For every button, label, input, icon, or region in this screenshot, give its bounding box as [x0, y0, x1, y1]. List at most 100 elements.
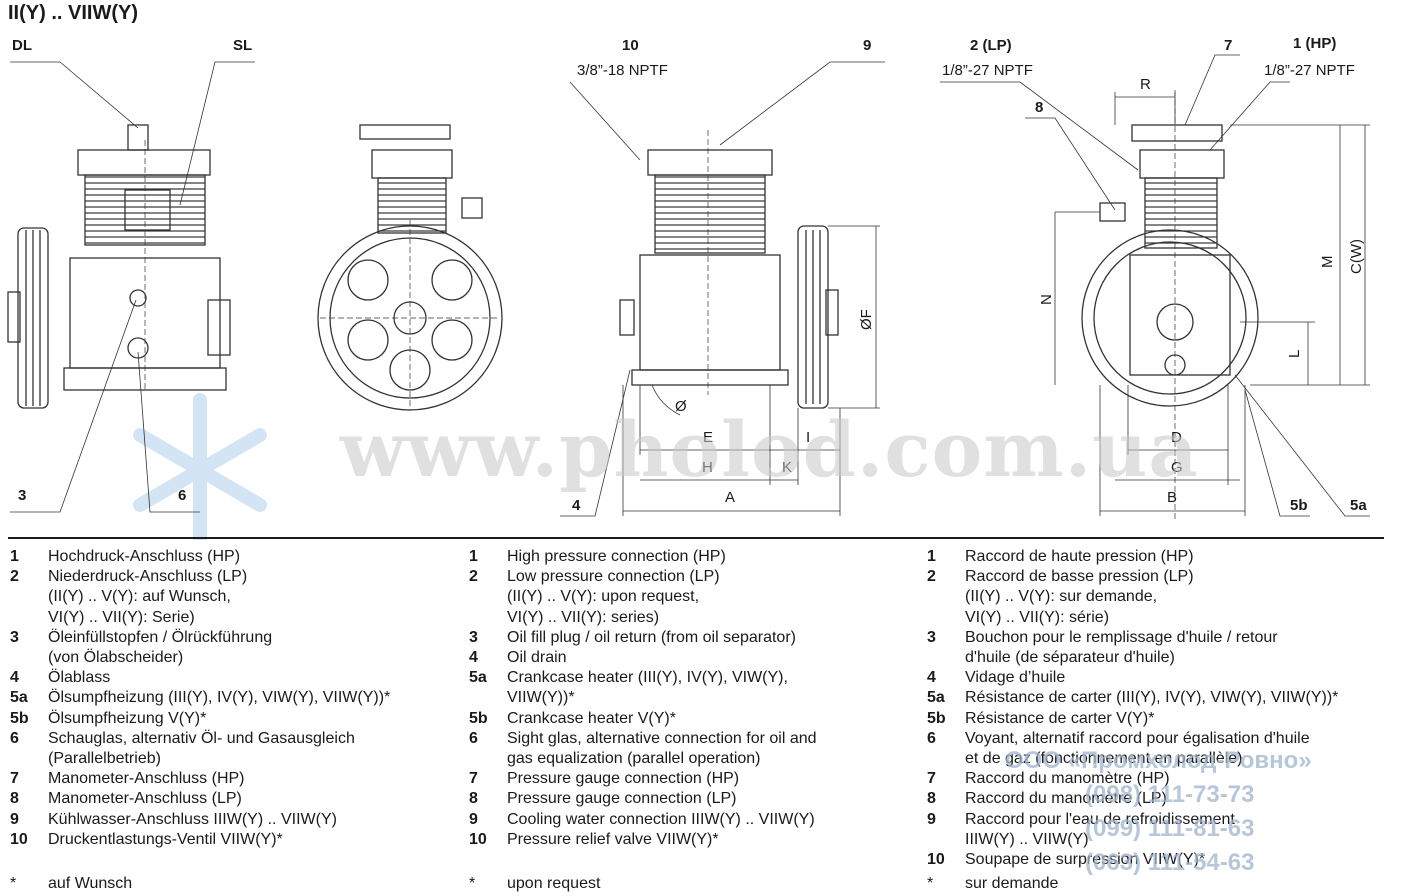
legend-text: Résistance de carter (III(Y), IV(Y), VIW…	[965, 689, 1339, 707]
legend-text: Ölsumpfheizung V(Y)*	[48, 709, 207, 727]
dim-n: N	[1038, 294, 1055, 305]
dim-o: Ø	[675, 398, 687, 415]
legend-number: 5a	[10, 689, 28, 707]
dim-d: D	[1171, 429, 1182, 446]
legend-text: Bouchon pour le remplissage d'huile / re…	[965, 628, 1278, 667]
label-7: 7	[1224, 37, 1232, 54]
legend-item: 1 High pressure connection (HP)	[469, 547, 919, 567]
legend-item: 2 Low pressure connection (LP) (II(Y) .. …	[469, 567, 919, 628]
label-sl: SL	[233, 37, 252, 54]
dim-b: B	[1167, 489, 1177, 506]
legend-text: Öleinfüllstopfen / Ölrückführung (von Öl…	[48, 628, 273, 667]
legend-text: Voyant, alternatif raccord pour égalisat…	[965, 729, 1310, 768]
label-lp: 2 (LP)	[970, 37, 1012, 54]
dim-h: H	[702, 459, 713, 476]
legend-number: 2	[469, 568, 478, 586]
legend-text: Pressure gauge connection (LP)	[507, 790, 737, 808]
rear-view-right	[1054, 90, 1370, 520]
front-view-center	[619, 130, 880, 516]
legend-number: 10	[10, 830, 28, 848]
legend-text: Cooling water connection IIIW(Y) .. VIIW…	[507, 810, 815, 828]
footnote-fr: *sur demande	[927, 875, 1059, 892]
dealer-phone-2: (099) 111-81-63	[1085, 815, 1255, 842]
legend-item: 1 Hochdruck-Anschluss (HP)	[10, 547, 460, 567]
legend-text: High pressure connection (HP)	[507, 548, 726, 565]
legend-number: 8	[10, 790, 19, 808]
footnote-en: *upon request	[469, 875, 601, 892]
legend-item: 3 Öleinfüllstopfen / Ölrückführung (von Ö…	[10, 628, 460, 668]
legend-item: 5b Ölsumpfheizung V(Y)*	[10, 709, 460, 729]
legend-number: 6	[469, 729, 478, 747]
label-3: 3	[18, 487, 26, 504]
legend-number: 10	[927, 851, 945, 869]
legend-number: 7	[10, 770, 19, 788]
legend-text: Ölsumpfheizung (III(Y), IV(Y), VIW(Y), V…	[48, 689, 391, 707]
label-10: 10	[622, 37, 639, 54]
legend-number: 2	[10, 568, 19, 586]
label-5a: 5a	[1350, 497, 1367, 514]
label-hp-thread: 1/8”-27 NPTF	[1264, 62, 1355, 79]
legend-item: 7 Raccord du manomètre (HP)	[927, 769, 1377, 789]
label-10-thread: 3/8”-18 NPTF	[577, 62, 668, 79]
legend-number: 8	[927, 790, 936, 808]
watermark-site: www.pholod.com.ua	[340, 405, 1199, 494]
legend-text: Druckentlastungs-Ventil VIIW(Y)*	[48, 830, 283, 848]
snowflake-icon	[133, 393, 267, 540]
legend-text: Raccord du manomètre (HP)	[965, 770, 1170, 788]
legend-text: Hochdruck-Anschluss (HP)	[48, 548, 241, 565]
leader-lines	[10, 54, 1370, 517]
dim-a: A	[725, 489, 735, 506]
compressor-drawing: DL SL 3 6 4 10 3/8”-18 NPTF 9 2 (LP) 1/8…	[7, 35, 1370, 540]
legend-item: 8 Pressure gauge connection (LP)	[469, 789, 919, 809]
pulley-front-view	[317, 124, 503, 411]
legend-text: Low pressure connection (LP) (II(Y) .. V…	[507, 568, 720, 626]
legend-text: Niederdruck-Anschluss (LP) (II(Y) .. V(Y…	[48, 568, 248, 626]
legend-number: 3	[10, 628, 19, 646]
legend-number: 1	[10, 548, 19, 565]
dealer-company: ООО «Промхолод-Ровно»	[1005, 747, 1312, 774]
separator	[8, 537, 1384, 539]
legend-text: Crankcase heater (III(Y), IV(Y), VIW(Y),…	[507, 669, 788, 707]
footnote-de: *auf Wunsch	[10, 875, 133, 892]
legend-number: 5b	[469, 709, 488, 727]
dim-r: R	[1140, 76, 1151, 93]
legend-en: 1 High pressure connection (HP) 2 Low press…	[469, 547, 919, 850]
dim-k: K	[782, 459, 792, 476]
dim-e: E	[703, 429, 713, 446]
legend-item: 2 Niederdruck-Anschluss (LP) (II(Y) .. V(…	[10, 567, 460, 628]
dim-l: L	[1286, 350, 1303, 358]
legend-number: 9	[10, 810, 19, 828]
legend-number: 2	[927, 568, 936, 586]
legend-item: 3 Bouchon pour le remplissage d'huile / r…	[927, 628, 1377, 668]
legend-number: 3	[927, 628, 936, 646]
legend-number: 1	[927, 548, 936, 565]
label-9: 9	[863, 37, 871, 54]
label-5b: 5b	[1290, 497, 1308, 514]
legend-number: 9	[469, 810, 478, 828]
legend-number: 1	[469, 548, 478, 565]
legend-text: Oil fill plug / oil return (from oil sep…	[507, 628, 796, 646]
legend-text: Manometer-Anschluss (LP)	[48, 790, 242, 808]
legend-number: 7	[927, 770, 936, 788]
legend-text: Résistance de carter V(Y)*	[965, 709, 1155, 727]
legend-number: 8	[469, 790, 478, 808]
legend-number: 5b	[10, 709, 29, 727]
legend-text: Raccord de haute pression (HP)	[965, 548, 1194, 565]
legend-number: 4	[10, 669, 19, 687]
side-view-left	[7, 124, 231, 409]
legend-text: Ölablass	[48, 669, 111, 687]
